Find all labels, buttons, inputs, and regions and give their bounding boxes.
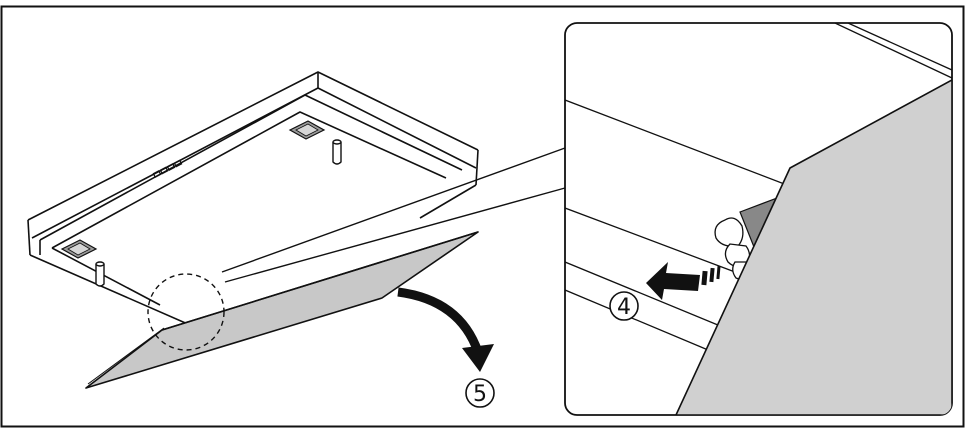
- mounting-pin-right: [332, 139, 342, 165]
- detail-highlight-circle: [147, 273, 225, 351]
- zoom-detail-panel: [564, 22, 953, 416]
- hood-housing: [27, 71, 479, 326]
- mounting-pin-left: [95, 261, 105, 287]
- step-4-label: 4: [609, 291, 639, 321]
- svg-text:4: 4: [617, 295, 631, 320]
- grease-filter-panel: [85, 231, 479, 389]
- hood-light-left: [60, 239, 98, 259]
- arrow-left-icon: [646, 262, 721, 300]
- hood-light-right: [288, 120, 326, 140]
- zoom-callout-lines: [221, 147, 566, 283]
- svg-text:5: 5: [473, 382, 487, 407]
- grease-filter-panel-zoom: [675, 79, 952, 415]
- diagram-frame: [0, 5, 965, 428]
- curved-arrow-down-icon: [397, 287, 494, 372]
- step-5-label: 5: [465, 378, 495, 408]
- control-buttons: [152, 159, 183, 178]
